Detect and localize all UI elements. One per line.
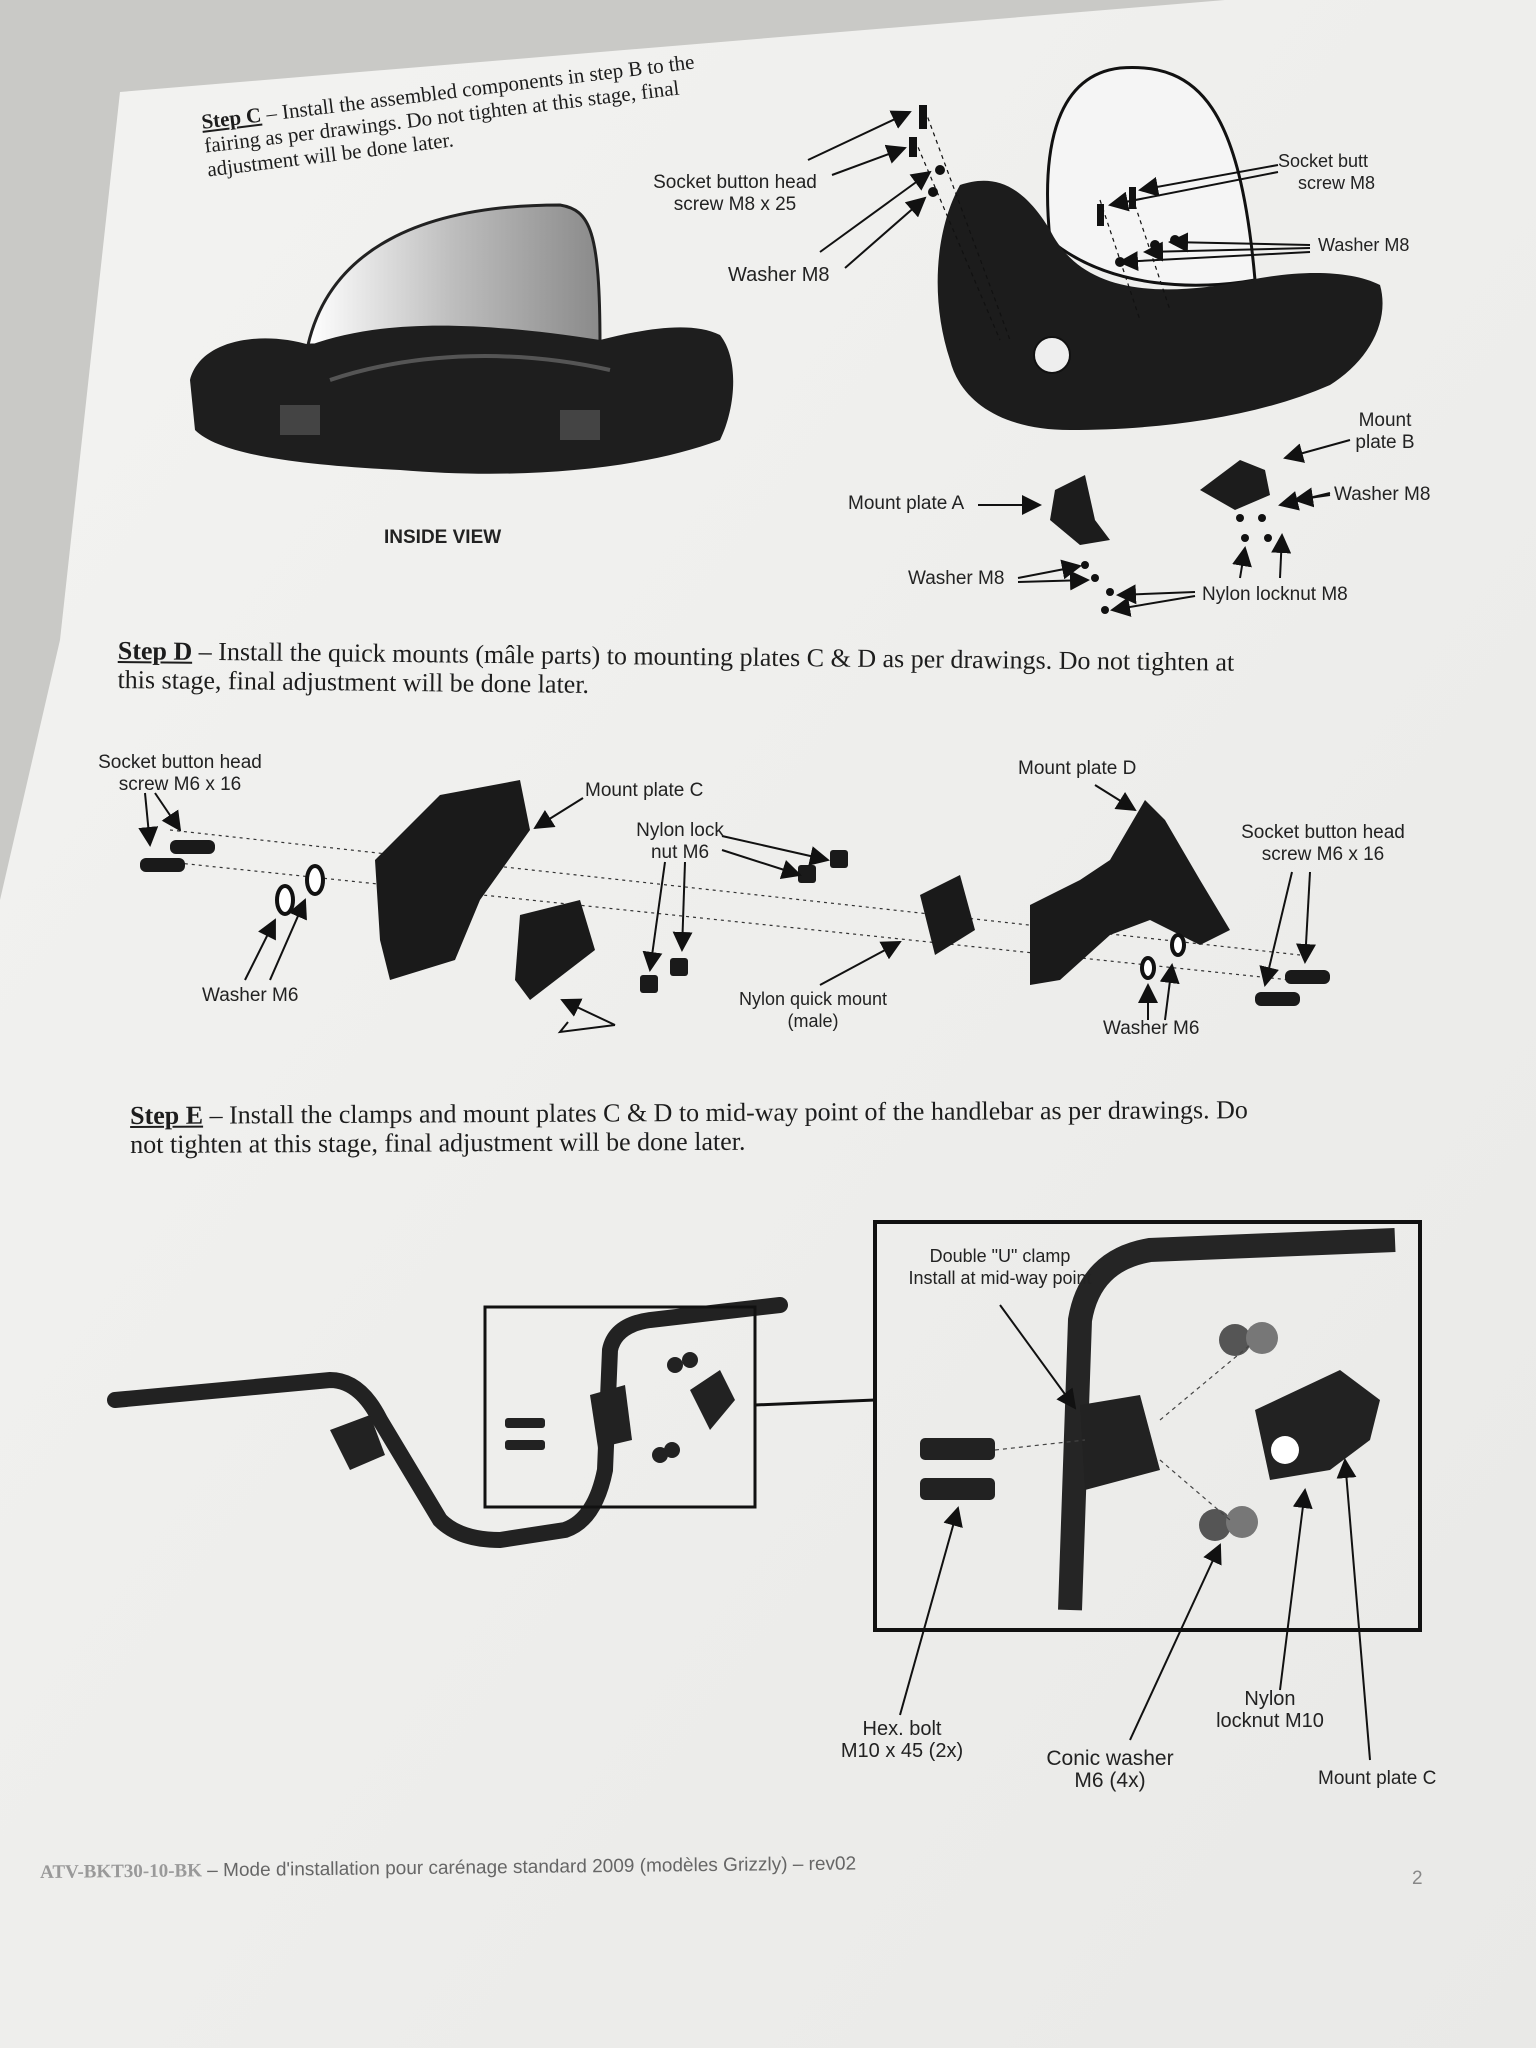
label-mount-plate-a: Mount plate A [848, 493, 965, 514]
step-d-heading: Step D [117, 636, 193, 666]
quick-mount-pointer [557, 1021, 616, 1034]
label-washer-m8-bottom: Washer M8 [908, 568, 1005, 589]
label-nylon-locknut-m8: Nylon locknut M8 [1202, 584, 1348, 605]
inset-small-parts [505, 1352, 735, 1463]
label-mount-plate-c-d: Mount plate C [585, 780, 704, 801]
arrows-step-d [138, 784, 1316, 1021]
label-washer-m6-left: Washer M6 [202, 985, 299, 1006]
label-inside-view: INSIDE VIEW [384, 527, 502, 548]
label-washer-m8-right: Washer M8 [1318, 235, 1410, 255]
step-e-text-line1: – Install the clamps and mount plates C … [202, 1095, 1248, 1130]
fairing-inside-view [190, 203, 734, 474]
detail-inset-large [873, 1220, 1422, 1632]
page-number: 2 [1412, 1868, 1423, 1889]
arrows-step-c [807, 110, 1351, 617]
hardware-step-d [140, 780, 1330, 1006]
arrows-step-e [899, 1304, 1371, 1761]
label-mount-plate-d: Mount plate D [1018, 758, 1137, 779]
inset-large-parts [920, 1228, 1396, 1611]
mount-plate-a-shape [1050, 475, 1110, 545]
label-nylon-quick-mount: Nylon quick mount(male) [738, 989, 888, 1031]
mount-plate-b-shape [1200, 460, 1270, 510]
detail-inset-small [483, 1305, 757, 1509]
label-washer-m8-left: Washer M8 [728, 264, 830, 286]
label-washer-m8-b: Washer M8 [1334, 484, 1431, 505]
step-e-instruction: Step E – Install the clamps and mount pl… [130, 1095, 1370, 1159]
footer-code: ATV-BKT30-10-BK [40, 1860, 203, 1883]
label-washer-m6-right: Washer M6 [1103, 1018, 1200, 1039]
step-e-heading: Step E [130, 1100, 204, 1130]
label-mount-plate-c-e: Mount plate C [1318, 1768, 1437, 1789]
fairing-exploded-view [937, 66, 1383, 430]
nuts-step-c [1081, 514, 1272, 614]
step-d-text-line2: this stage, final adjustment will be don… [117, 664, 590, 699]
handlebar-clamp-left [330, 1415, 385, 1470]
handlebar-overview [107, 1297, 788, 1549]
step-e-text-line2: not tighten at this stage, final adjustm… [130, 1126, 746, 1159]
